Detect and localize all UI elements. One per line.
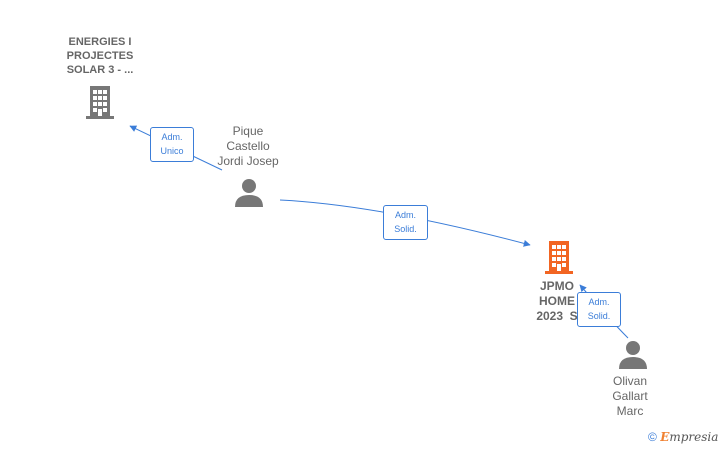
edge-1-role-line-1: Adm. bbox=[161, 132, 183, 142]
person-2-label-line-1: Olivan bbox=[612, 374, 647, 388]
edge-1-role-badge[interactable]: Adm. Unico bbox=[150, 127, 194, 162]
person-1-label-line-2: Castello bbox=[226, 139, 270, 153]
copyright-icon: © bbox=[648, 430, 657, 444]
person-2-label[interactable]: Olivan Gallart Marc bbox=[596, 374, 664, 419]
person-2-label-line-3: Marc bbox=[616, 404, 644, 418]
edge-3-role-line-2: Solid. bbox=[587, 311, 611, 321]
brand-logo: Empresia bbox=[660, 430, 719, 444]
empresia-watermark: © Empresia bbox=[648, 430, 718, 444]
edge-3-role-badge[interactable]: Adm. Solid. bbox=[577, 292, 621, 327]
company-1-label-line-2: PROJECTES bbox=[66, 50, 134, 62]
company-1-label-line-3: SOLAR 3 - ... bbox=[66, 64, 134, 76]
edge-3-role-line-1: Adm. bbox=[588, 297, 610, 307]
edge-1-role-line-2: Unico bbox=[160, 146, 184, 156]
main-company-label-line-1: JPMO bbox=[539, 279, 574, 293]
main-company-label-line-2: HOME bbox=[539, 294, 575, 308]
person-2-label-line-2: Gallart bbox=[612, 389, 648, 403]
person-1-label-line-3: Jordi Josep bbox=[217, 154, 279, 168]
person-icon[interactable] bbox=[618, 340, 648, 370]
person-icon[interactable] bbox=[234, 178, 264, 208]
edge-2-role-line-1: Adm. bbox=[394, 210, 416, 220]
company-1-label[interactable]: ENERGIES I PROJECTES SOLAR 3 - ... bbox=[52, 35, 148, 77]
edge-2-role-badge[interactable]: Adm. Solid. bbox=[383, 205, 428, 240]
edge-2-role-line-2: Solid. bbox=[394, 224, 417, 234]
building-icon[interactable] bbox=[543, 239, 575, 275]
building-icon[interactable] bbox=[84, 84, 116, 120]
person-1-label[interactable]: Pique Castello Jordi Josep bbox=[206, 124, 290, 169]
main-company-label[interactable]: JPMO HOME 2023 S bbox=[520, 279, 594, 324]
main-company-label-line-3: 2023 S bbox=[536, 309, 578, 323]
company-1-label-line-1: ENERGIES I bbox=[68, 36, 132, 48]
person-1-label-line-1: Pique bbox=[232, 124, 264, 138]
